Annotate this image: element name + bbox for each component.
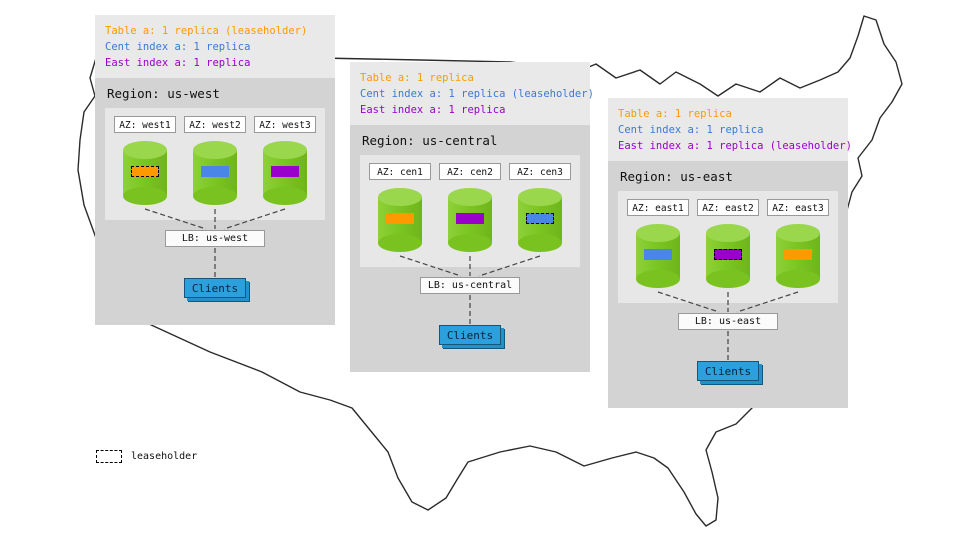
region-panel: Region: us-west AZ: west1 AZ: west2 AZ: … [95, 78, 335, 325]
replica-range-bar [386, 213, 414, 224]
replica-range-bar [784, 249, 812, 260]
az-container: AZ: west1 AZ: west2 AZ: west3 [105, 108, 325, 220]
replica-range-bar [714, 249, 742, 260]
az-label: AZ: west1 [114, 116, 176, 133]
region-panel: Region: us-east AZ: east1 AZ: east2 AZ: … [608, 161, 848, 408]
database-node-icon [378, 188, 422, 252]
az-label: AZ: east1 [627, 199, 689, 216]
annotation-table: Table a: 1 replica (leaseholder) [105, 25, 308, 37]
clients-box: Clients [697, 361, 759, 381]
az-container: AZ: cen1 AZ: cen2 AZ: cen3 [360, 155, 580, 267]
database-node-icon [263, 141, 307, 205]
load-balancer-box: LB: us-east [678, 313, 778, 330]
load-balancer-box: LB: us-central [420, 277, 520, 294]
annotation-east-index: East index a: 1 replica (leaseholder) [618, 140, 852, 152]
replica-range-bar [271, 166, 299, 177]
annotation-table: Table a: 1 replica [618, 108, 732, 120]
annotation-east-index: East index a: 1 replica [105, 57, 251, 69]
annotation-cent-index: Cent index a: 1 replica [105, 41, 251, 53]
region-group-us-west: Table a: 1 replica (leaseholder) Cent in… [95, 15, 335, 325]
az-label: AZ: east3 [767, 199, 829, 216]
region-group-us-central: Table a: 1 replica Cent index a: 1 repli… [350, 62, 594, 372]
region-group-us-east: Table a: 1 replica Cent index a: 1 repli… [608, 98, 852, 408]
replica-annotation-box: Table a: 1 replica Cent index a: 1 repli… [350, 62, 594, 125]
az-container: AZ: east1 AZ: east2 AZ: east3 [618, 191, 838, 303]
region-panel: Region: us-central AZ: cen1 AZ: cen2 AZ:… [350, 125, 590, 372]
annotation-east-index: East index a: 1 replica [360, 104, 506, 116]
database-node-icon [636, 224, 680, 288]
replica-range-bar [131, 166, 159, 177]
az-label: AZ: cen1 [369, 163, 431, 180]
replica-range-bar [201, 166, 229, 177]
annotation-cent-index: Cent index a: 1 replica [618, 124, 764, 136]
database-node-icon [518, 188, 562, 252]
annotation-table: Table a: 1 replica [360, 72, 474, 84]
replica-range-bar [526, 213, 554, 224]
clients-box: Clients [184, 278, 246, 298]
annotation-cent-index: Cent index a: 1 replica (leaseholder) [360, 88, 594, 100]
database-node-icon [123, 141, 167, 205]
region-title: Region: us-east [620, 169, 733, 184]
replica-range-bar [644, 249, 672, 260]
database-node-icon [776, 224, 820, 288]
replica-annotation-box: Table a: 1 replica (leaseholder) Cent in… [95, 15, 335, 78]
clients-box: Clients [439, 325, 501, 345]
legend: leaseholder [96, 450, 197, 463]
az-label: AZ: west3 [254, 116, 316, 133]
load-balancer-box: LB: us-west [165, 230, 265, 247]
region-title: Region: us-west [107, 86, 220, 101]
database-node-icon [706, 224, 750, 288]
az-label: AZ: cen3 [509, 163, 571, 180]
az-label: AZ: cen2 [439, 163, 501, 180]
legend-label: leaseholder [131, 451, 198, 462]
database-node-icon [448, 188, 492, 252]
database-node-icon [193, 141, 237, 205]
az-label: AZ: east2 [697, 199, 759, 216]
leaseholder-dashed-box-icon [96, 450, 122, 463]
az-label: AZ: west2 [184, 116, 246, 133]
replica-annotation-box: Table a: 1 replica Cent index a: 1 repli… [608, 98, 852, 161]
replica-range-bar [456, 213, 484, 224]
region-title: Region: us-central [362, 133, 498, 148]
